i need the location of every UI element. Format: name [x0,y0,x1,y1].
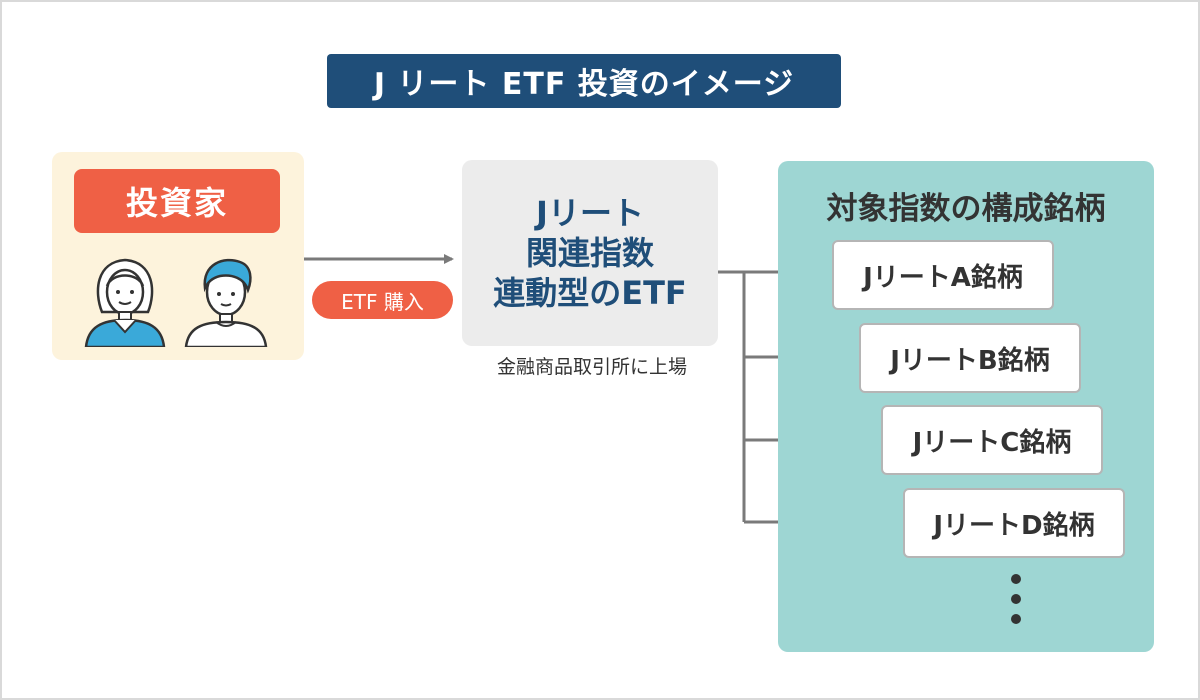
etf-box: Jリート 関連指数 連動型のETF [462,160,718,346]
stock-c: JリートC銘柄 [881,405,1103,475]
etf-line-1: Jリート [536,194,644,232]
etf-purchase-label: ETF 購入 [312,281,453,319]
index-constituents-title: 対象指数の構成銘柄 [826,191,1106,227]
stock-a: JリートA銘柄 [832,240,1054,310]
investor-label: 投資家 [74,169,280,233]
stock-b: JリートB銘柄 [859,323,1081,393]
more-items-ellipsis-icon [1011,574,1021,624]
etf-line-3: 連動型のETF [493,274,687,312]
etf-line-2: 関連指数 [525,234,654,272]
investor-box: 投資家 [52,152,304,360]
diagram-title: J リート ETF 投資のイメージ [327,54,841,108]
listing-note: 金融商品取引所に上場 [496,356,687,378]
man-investor-icon [184,258,268,347]
stock-d: JリートD銘柄 [903,488,1125,558]
woman-investor-icon [84,258,166,347]
